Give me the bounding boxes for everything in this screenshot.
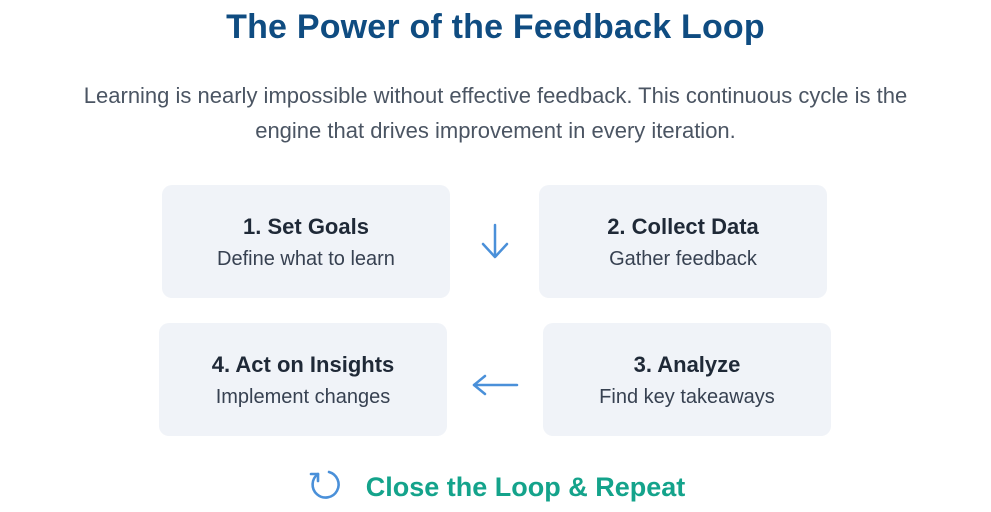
step-title: 2. Collect Data — [607, 214, 759, 239]
page-title: The Power of the Feedback Loop — [226, 8, 765, 46]
intro-text: Learning is nearly impossible without ef… — [0, 78, 991, 148]
step-title: 1. Set Goals — [243, 214, 369, 239]
step-description: Implement changes — [215, 386, 391, 408]
intro-line-2: engine that drives improvement in every … — [255, 118, 736, 143]
intro-line-1: Learning is nearly impossible without ef… — [83, 83, 908, 108]
step-description: Gather feedback — [609, 248, 757, 270]
step-description: Find key takeaways — [599, 386, 775, 408]
refresh-icon — [306, 466, 344, 509]
step-card-analyze: 3. Analyze Find key takeaways — [543, 323, 831, 436]
arrow-left-icon — [470, 371, 520, 404]
arrow-down-icon — [478, 222, 512, 267]
step-card-act-on-insights: 4. Act on Insights Implement changes — [159, 323, 447, 436]
step-description: Define what to learn — [217, 248, 395, 270]
footer-label: Close the Loop & Repeat — [365, 471, 686, 502]
step-title: 4. Act on Insights — [211, 352, 395, 377]
step-card-set-goals: 1. Set Goals Define what to learn — [162, 185, 450, 298]
step-card-collect-data: 2. Collect Data Gather feedback — [539, 185, 827, 298]
step-title: 3. Analyze — [633, 352, 741, 377]
loop-footer: Close the Loop & Repeat — [0, 465, 991, 509]
